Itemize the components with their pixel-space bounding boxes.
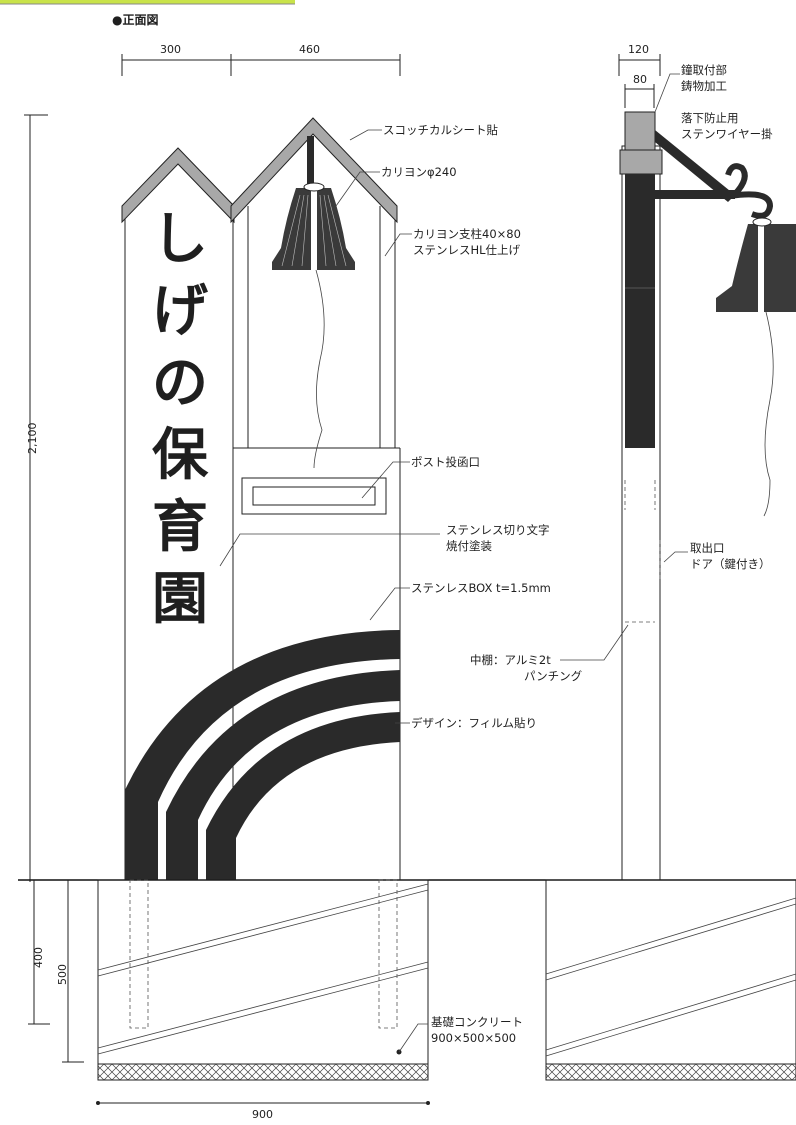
gravel-right — [545, 1063, 796, 1081]
label-box: ステンレスBOX t=1.5mm — [411, 581, 551, 595]
side-cap — [624, 111, 656, 153]
dim-2100-label: 2,100 — [26, 423, 39, 455]
dim-300: 300 — [160, 43, 181, 56]
label-post-slot: ポスト投函口 — [411, 455, 480, 469]
dim-80: 80 — [633, 73, 647, 86]
side-dark-body — [625, 174, 655, 448]
dim-400: 400 — [32, 947, 45, 968]
bell-post — [307, 136, 314, 188]
label-cut-letters-1: ステンレス切り文字 — [446, 523, 550, 537]
bracket-icon — [655, 130, 735, 202]
foundation-right — [545, 879, 796, 1081]
label-bell-mount-2: 鋳物加工 — [681, 79, 727, 93]
sign-char-4: 育 — [152, 495, 208, 560]
label-post-support-2: ステンレスHL仕上げ — [413, 243, 521, 257]
header-bar — [0, 0, 295, 4]
label-outlet-1: 取出口 — [690, 541, 725, 555]
label-foundation-2: 900×500×500 — [431, 1031, 516, 1045]
roof-right — [230, 117, 398, 224]
dim-900: 900 — [252, 1108, 273, 1121]
gravel-left — [97, 1063, 429, 1081]
label-carillon: カリヨンφ240 — [381, 165, 457, 179]
label-inner-shelf-1: 中棚：アルミ2t — [470, 653, 551, 667]
label-bell-mount-1: 鐘取付部 — [681, 63, 727, 77]
callouts-left: スコッチカルシート貼 カリヨンφ240 カリヨン支柱40×80 ステンレスHL仕… — [219, 123, 551, 730]
label-cut-letters-2: 焼付塗装 — [446, 539, 492, 553]
label-fall-prevent-2: ステンワイヤー掛 — [681, 127, 773, 141]
label-scotchcal: スコッチカルシート貼 — [383, 123, 498, 137]
sign-char-0: し — [152, 207, 208, 272]
dim-top-left: 300 460 — [121, 43, 401, 76]
dim-2100: 2,100 — [24, 114, 48, 882]
dim-460: 460 — [299, 43, 320, 56]
label-fall-prevent-1: 落下防止用 — [681, 111, 739, 125]
roof-left — [121, 147, 235, 224]
dim-120: 120 — [628, 43, 649, 56]
drawing-title: ●正面図 — [112, 13, 158, 27]
side-view: 120 80 — [618, 43, 796, 881]
sign-body — [121, 117, 401, 880]
side-bell-icon — [716, 224, 796, 312]
sign-char-5: 園 — [152, 567, 208, 632]
foundation-left: 基礎コンクリート 900×500×500 400 500 900 — [28, 879, 523, 1121]
dim-500: 500 — [56, 964, 69, 985]
sign-char-2: の — [152, 351, 208, 416]
sign-char-3: 保 — [152, 423, 209, 488]
post-slot — [241, 477, 387, 515]
label-post-support-1: カリヨン支柱40×80 — [413, 227, 521, 241]
label-inner-shelf-2: パンチング — [524, 669, 583, 683]
design-arcs — [125, 630, 400, 880]
label-design: デザイン：フィルム貼り — [411, 716, 537, 730]
callouts-right: 鐘取付部 鋳物加工 落下防止用 ステンワイヤー掛 取出口 ドア（鍵付き） 中棚：… — [470, 63, 773, 683]
label-foundation-1: 基礎コンクリート — [431, 1015, 523, 1029]
label-outlet-2: ドア（鍵付き） — [690, 557, 771, 571]
sign-char-1: げ — [152, 279, 208, 344]
